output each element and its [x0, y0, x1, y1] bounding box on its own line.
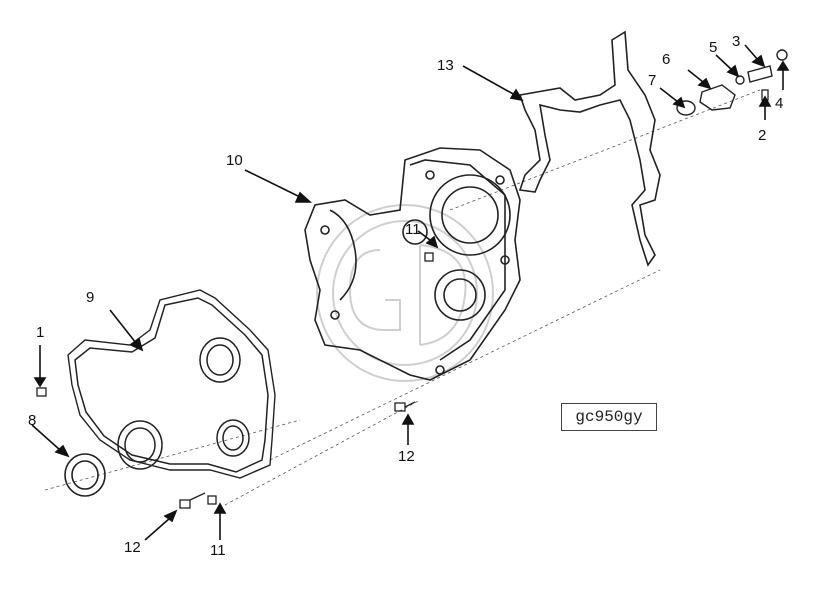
figure-code-label: gc950gy — [561, 403, 657, 431]
leader-arrows — [31, 44, 790, 541]
cap-screws — [36, 89, 769, 509]
part-7-o-ring — [676, 100, 696, 116]
part-3-fitting — [747, 65, 773, 83]
assembly-axis-lines — [44, 89, 761, 506]
fitting-assembly — [676, 49, 788, 116]
watermark-logo — [316, 204, 494, 382]
part-5-washer — [735, 75, 745, 85]
part-6-flange — [699, 84, 736, 111]
callout-3: 3 — [732, 33, 741, 50]
callout-10: 10 — [226, 152, 243, 169]
callout-5: 5 — [709, 39, 718, 56]
part-4-plug — [776, 49, 788, 61]
callout-11-cover: 11 — [210, 542, 226, 559]
part-13-gasket — [518, 30, 661, 267]
callout-12-housing: 12 — [398, 448, 415, 465]
callout-9: 9 — [86, 289, 95, 306]
part-9-gasket — [67, 289, 276, 479]
callout-7: 7 — [648, 72, 657, 89]
part-10-gear-housing — [304, 147, 521, 381]
callout-1: 1 — [36, 324, 45, 341]
callout-2: 2 — [758, 127, 767, 144]
front-cover — [74, 297, 269, 473]
callout-11-housing: 11 — [405, 221, 421, 238]
part-8-oil-seal — [64, 453, 106, 497]
callout-8: 8 — [28, 412, 37, 429]
callout-12-cover: 12 — [124, 539, 141, 556]
callout-6: 6 — [662, 51, 671, 68]
callout-4: 4 — [775, 95, 784, 112]
callout-13: 13 — [437, 57, 454, 74]
